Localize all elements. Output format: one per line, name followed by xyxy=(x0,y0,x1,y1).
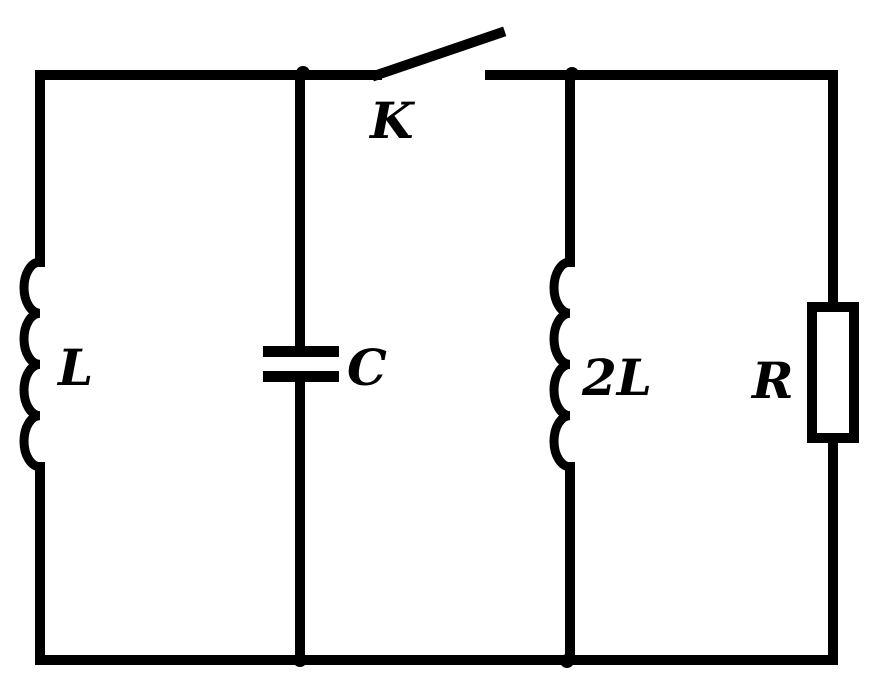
label-C: C xyxy=(347,338,387,397)
junction-node-top-right xyxy=(565,67,579,81)
label-K: K xyxy=(368,91,416,150)
label-L: L xyxy=(56,338,93,397)
junction-node-bottom-right xyxy=(560,654,574,668)
label-2L: 2L xyxy=(581,348,652,407)
switch-K-blade xyxy=(370,26,507,82)
inductor-L xyxy=(19,257,45,472)
inductor-2L xyxy=(549,257,575,472)
capacitor-plate-bottom xyxy=(263,371,339,382)
junction-node-bottom-left xyxy=(293,653,307,667)
junction-node-top-left xyxy=(296,66,310,80)
capacitor-plate-top xyxy=(263,346,339,357)
resistor-R xyxy=(807,302,859,443)
label-R: R xyxy=(750,351,794,410)
